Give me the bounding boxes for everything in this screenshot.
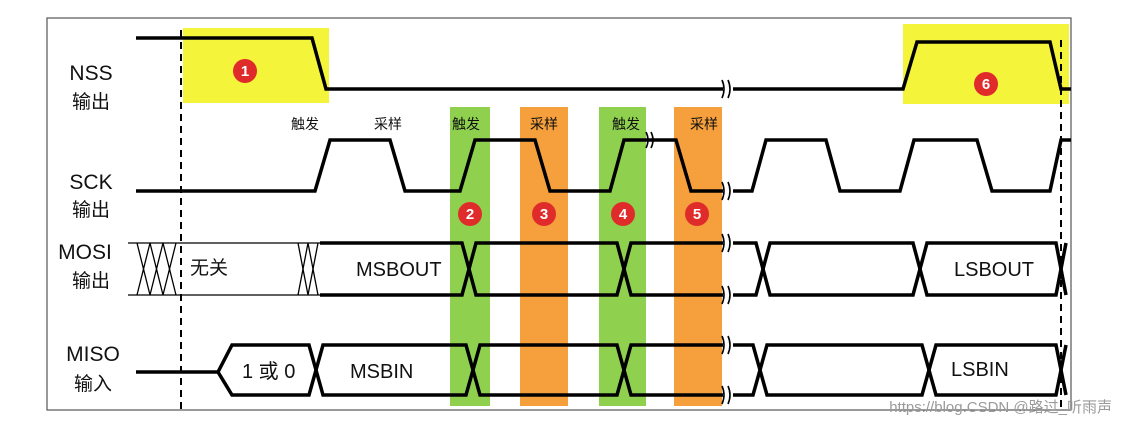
svg-text:1: 1 bbox=[241, 63, 249, 80]
svg-text:5: 5 bbox=[693, 206, 701, 223]
step-badge-6: 6 bbox=[974, 72, 998, 96]
sck-waveform-end bbox=[733, 138, 1071, 193]
sck-event-label: 触发 bbox=[452, 117, 480, 133]
sample-band-1 bbox=[520, 107, 568, 406]
sck-waveform bbox=[136, 138, 723, 193]
step-badge-3: 3 bbox=[532, 202, 556, 226]
miso-pre-text: 1 或 0 bbox=[242, 360, 295, 383]
mosi-lsb-text: LSBOUT bbox=[954, 259, 1034, 281]
mosi-msb-text: MSBOUT bbox=[356, 259, 442, 281]
nss-name-label: NSS bbox=[69, 62, 112, 85]
sck-event-label: 采样 bbox=[530, 117, 558, 133]
mosi-name-label: MOSI bbox=[58, 241, 112, 264]
step-badge-4: 4 bbox=[611, 202, 635, 226]
nss-waveform-end bbox=[733, 40, 1071, 91]
step-badge-2: 2 bbox=[458, 202, 482, 226]
sck-name-label: SCK bbox=[69, 171, 112, 194]
watermark-text: https://blog.CSDN @路过_听雨声 bbox=[889, 398, 1112, 416]
mosi-bus bbox=[128, 241, 1068, 297]
sck-event-label: 采样 bbox=[374, 117, 402, 133]
svg-text:3: 3 bbox=[540, 206, 548, 223]
miso-name-label: MISO bbox=[66, 343, 120, 366]
miso-lsb-text: LSBIN bbox=[951, 359, 1009, 381]
miso-msb-text: MSBIN bbox=[350, 361, 413, 383]
sck-event-label: 触发 bbox=[291, 117, 319, 133]
miso-bus bbox=[136, 343, 1068, 397]
svg-text:2: 2 bbox=[466, 206, 474, 223]
nss-start-highlight bbox=[183, 28, 329, 103]
mosi-direction-label: 输出 bbox=[72, 270, 110, 292]
nss-waveform bbox=[136, 36, 723, 91]
step-badge-5: 5 bbox=[685, 202, 709, 226]
step-badge-1: 1 bbox=[233, 59, 257, 83]
mosi-dontcare-text: 无关 bbox=[190, 257, 228, 279]
sck-event-label: 采样 bbox=[690, 117, 718, 133]
svg-text:4: 4 bbox=[619, 206, 628, 223]
miso-direction-label: 输入 bbox=[74, 373, 112, 395]
trigger-band-2 bbox=[599, 107, 646, 406]
time-break-marks bbox=[645, 79, 731, 405]
sck-event-label: 触发 bbox=[612, 117, 640, 133]
svg-text:6: 6 bbox=[982, 76, 990, 93]
sck-direction-label: 输出 bbox=[72, 199, 110, 221]
diagram-frame bbox=[46, 17, 1072, 411]
nss-direction-label: 输出 bbox=[72, 91, 110, 113]
